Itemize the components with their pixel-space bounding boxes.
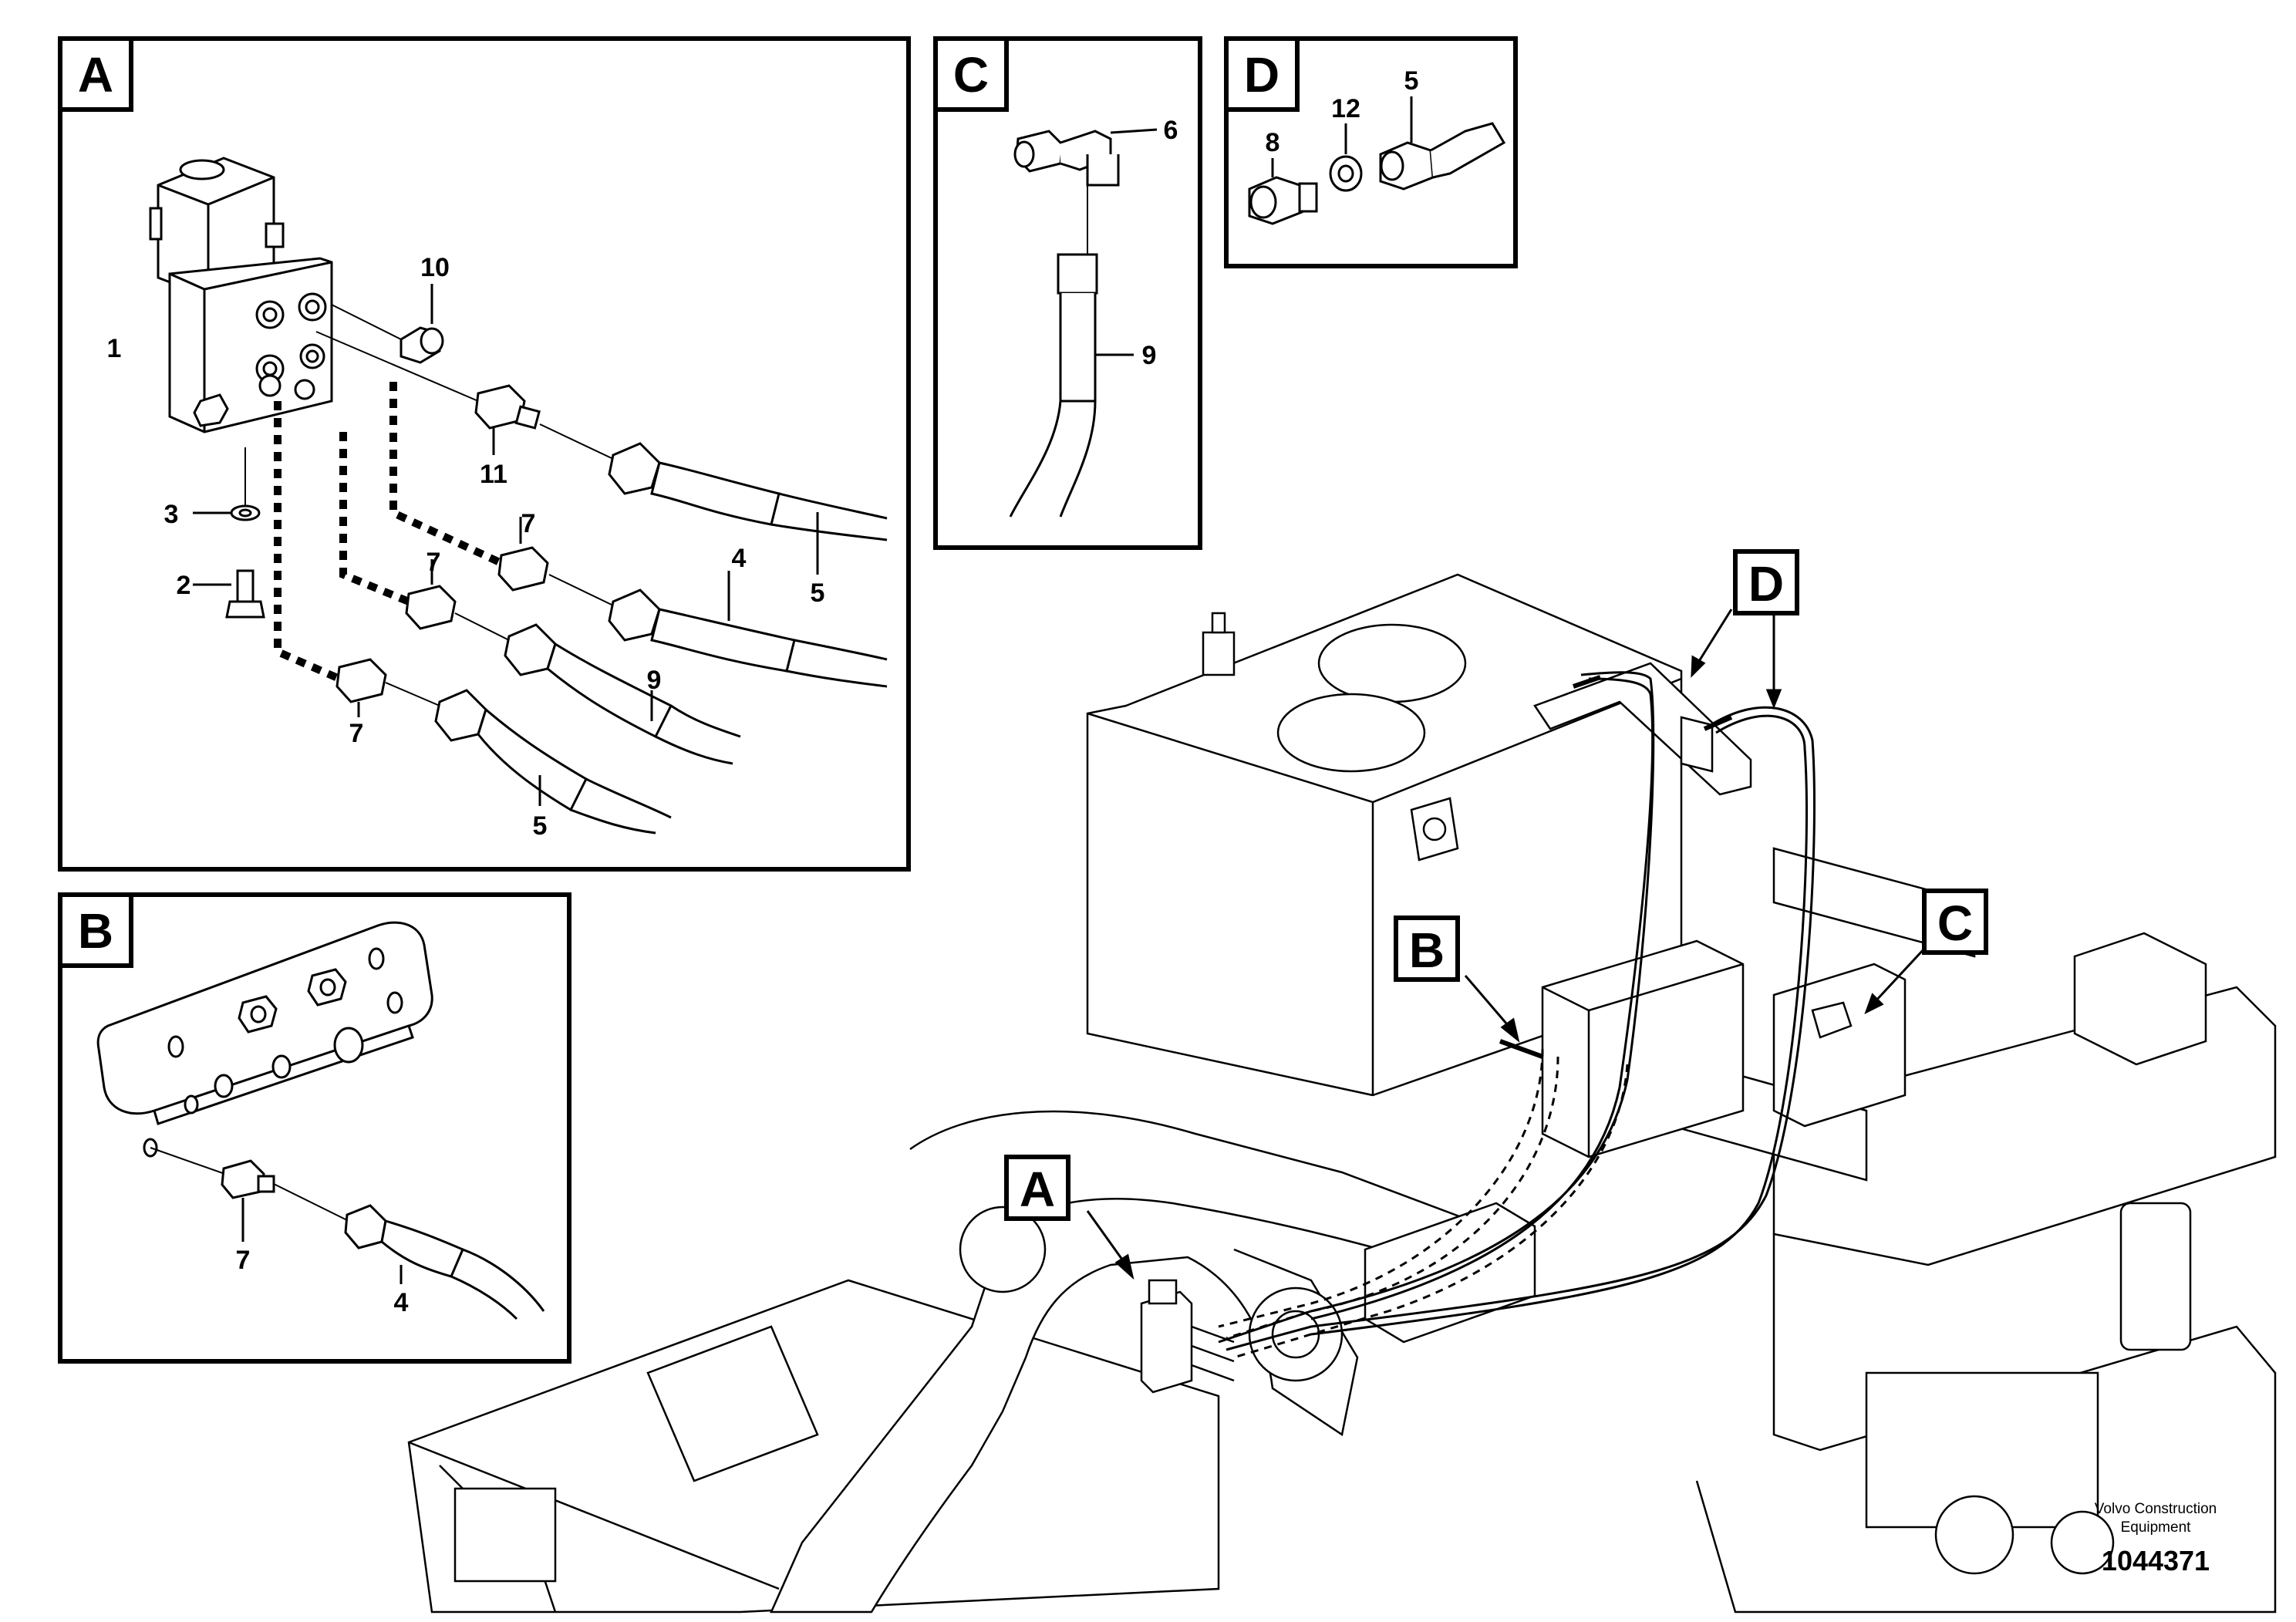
callout-a-3: 3	[164, 500, 179, 529]
fitting-11	[474, 384, 541, 430]
fitting-c-location	[1811, 1001, 1853, 1039]
main-tag-a: A	[1004, 1155, 1070, 1221]
callout-a-4: 4	[732, 544, 747, 573]
callout-a-5-bottom: 5	[533, 811, 548, 841]
callout-a-11: 11	[480, 460, 507, 489]
panel-b-tag: B	[78, 903, 113, 959]
svg-text:C: C	[1937, 895, 1973, 951]
union-8	[1248, 176, 1318, 225]
solenoid-valve	[149, 157, 333, 433]
hose-4	[608, 588, 888, 688]
panel-d-tag: D	[1244, 47, 1279, 103]
detail-panel-a: A	[58, 36, 911, 872]
fitting-7-middle	[405, 585, 457, 630]
dashed-routing	[274, 382, 504, 683]
hose-9-c	[1009, 253, 1098, 518]
callout-d-12: 12	[1331, 94, 1360, 123]
boom-mount	[770, 1110, 1467, 1614]
brand-line-1: Volvo Construction	[2095, 1501, 2217, 1517]
machine-overview	[407, 573, 2277, 1614]
fitting-7-b	[221, 1159, 275, 1199]
detail-panel-c: C 6 9	[933, 36, 1202, 550]
hydraulic-tank	[1086, 573, 1683, 1097]
callout-a-7-middle: 7	[426, 548, 441, 577]
callout-c-6: 6	[1164, 116, 1178, 145]
main-tag-d: D	[1733, 549, 1799, 615]
hose-routing	[1218, 671, 1816, 1351]
right-frame	[1587, 847, 2277, 1614]
footer-brand: Volvo Construction Equipment 1044371	[2095, 1501, 2217, 1576]
callout-d-8: 8	[1266, 128, 1280, 157]
fitting-7-lower	[335, 658, 387, 703]
main-tag-c: C	[1922, 889, 1988, 955]
dashed-hose-routing	[1218, 1048, 1629, 1359]
callout-b-4: 4	[394, 1288, 409, 1317]
callout-a-5-top: 5	[811, 578, 825, 608]
hose-4-b	[344, 1204, 545, 1320]
document-number: 1044371	[2102, 1545, 2210, 1576]
panel-c-tag: C	[953, 47, 989, 103]
tee-fitting-6	[1013, 130, 1120, 187]
fitting-7-upper	[497, 546, 549, 592]
plug-10	[400, 326, 444, 364]
svg-text:B: B	[1409, 922, 1445, 978]
main-tag-b: B	[1394, 916, 1460, 982]
callout-a-2: 2	[177, 571, 191, 600]
brand-line-2: Equipment	[2121, 1519, 2192, 1536]
svg-text:A: A	[1020, 1162, 1055, 1217]
callout-b-7: 7	[236, 1246, 251, 1275]
callout-a-1: 1	[107, 334, 122, 363]
main-tag-leaders	[1086, 609, 1926, 1280]
hose-5-upper	[608, 442, 888, 541]
detail-panel-b: B 7	[58, 892, 571, 1364]
svg-text:D: D	[1748, 556, 1784, 612]
callout-c-9: 9	[1142, 341, 1157, 370]
bolt-2	[236, 569, 255, 603]
callout-a-7-lower: 7	[349, 719, 364, 748]
callout-d-5: 5	[1404, 66, 1419, 96]
callout-a-7-upper: 7	[521, 509, 536, 538]
fitting-b-location	[1499, 1039, 1544, 1059]
callout-a-10: 10	[420, 253, 450, 282]
washer-12	[1329, 155, 1363, 192]
fitting-d-location	[1573, 675, 1733, 731]
solenoid-valve-installed	[1140, 1279, 1235, 1394]
panel-a-tag: A	[78, 47, 113, 103]
hose-9	[504, 623, 741, 765]
mounting-plate	[96, 921, 433, 1158]
detail-panel-d: D 8 12 5	[1224, 36, 1518, 268]
callout-a-9: 9	[647, 666, 662, 695]
manifold-bar	[1533, 662, 1752, 796]
hose-5-d	[1379, 122, 1506, 191]
hose-5-lower	[434, 689, 672, 835]
